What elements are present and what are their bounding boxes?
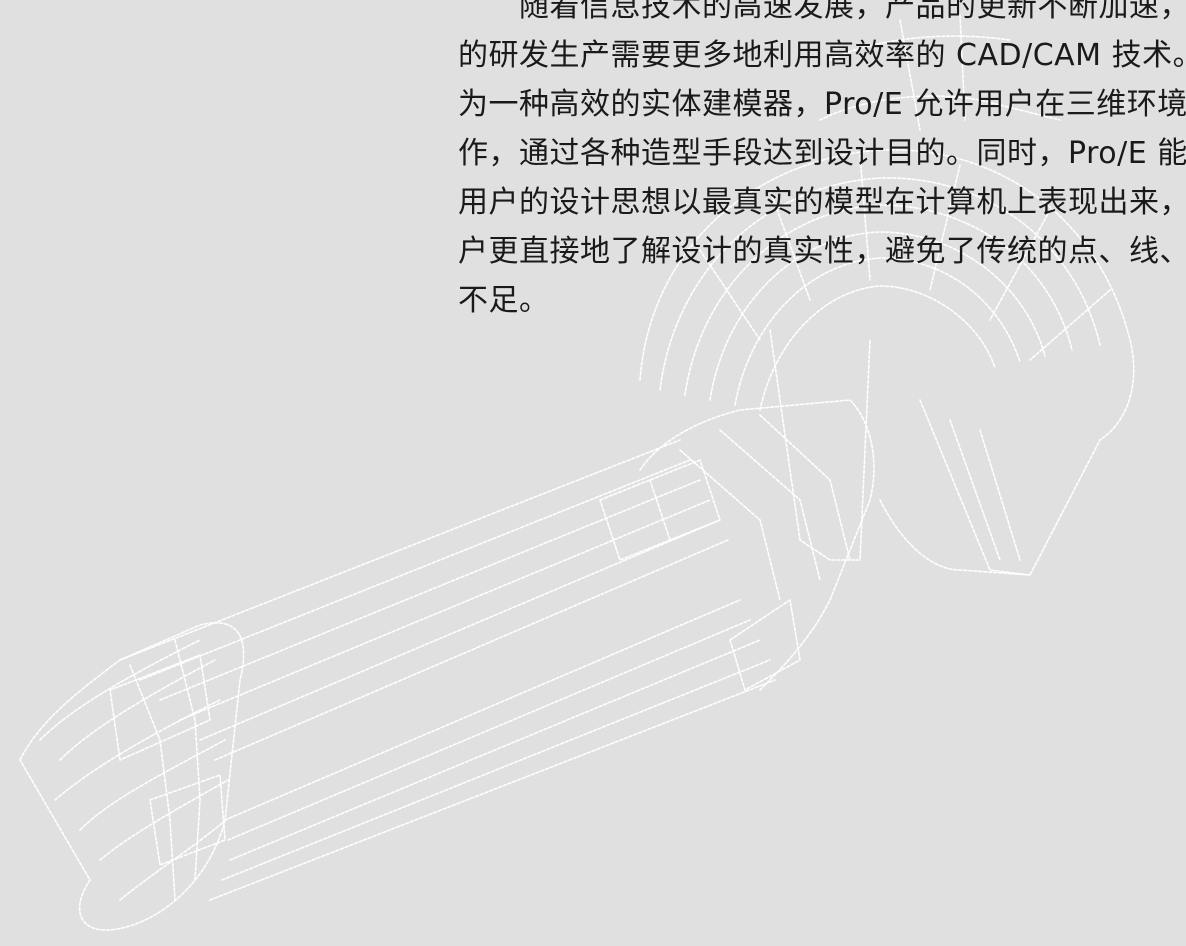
- arm-upper: [119, 439, 681, 661]
- end-cap-bottom: [19, 622, 245, 931]
- paragraph-line: 的研发生产需要更多地利用高效率的 CAD/CAM 技术。: [458, 38, 1186, 73]
- arm-lower: [224, 599, 741, 821]
- body-paragraph: 随着信息技术的高速发展，产品的更新不断加速， 的研发生产需要更多地利用高效率的 …: [458, 0, 1186, 325]
- paragraph-line: 户更直接地了解设计的真实性，避免了传统的点、线、: [458, 234, 1186, 269]
- transition-block: [639, 399, 875, 691]
- paragraph-line: 为一种高效的实体建模器，Pro/E 允许用户在三维环境: [458, 87, 1186, 122]
- support-block: [769, 329, 871, 561]
- curved-hoop-outer: [639, 149, 1135, 441]
- paragraph-line: 不足。: [458, 283, 550, 318]
- paragraph-line: 作，通过各种造型手段达到设计目的。同时，Pro/E 能: [458, 136, 1186, 171]
- paragraph-line: 随着信息技术的高速发展，产品的更新不断加速，: [458, 0, 1186, 24]
- paragraph-line: 用户的设计思想以最真实的模型在计算机上表现出来，: [458, 185, 1186, 220]
